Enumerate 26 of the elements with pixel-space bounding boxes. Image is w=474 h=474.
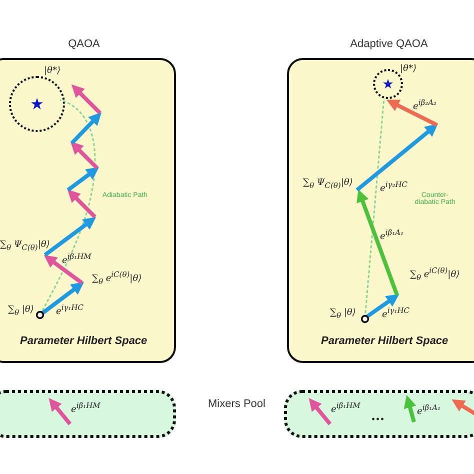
math-label: ∑$_{θ}$ |θ⟩ [330,308,356,320]
target-circle [9,76,65,132]
math-label: e$^{iβ₁HM}$ [62,252,92,266]
mixers-pool-box [0,390,176,438]
math-label: ∑$_{θ}$ Ψ$_{C(θ)}$|θ⟩ [0,240,50,252]
math-label: e$^{iγ₁HC}$ [382,306,410,320]
target-circle [373,69,403,99]
operator-label: e$^{iβ₁A₁}$ [417,403,440,417]
operator-label: e$^{iβ₁HM}$ [331,401,360,415]
math-label: ∑$_{θ}$ e$^{iC(θ)}$|θ⟩ [410,266,460,282]
panel-title: Adaptive QAOA [349,38,429,50]
math-label: ∑$_{θ}$ Ψ$_{C(θ)}$|θ⟩ [303,178,353,190]
panel-caption: Parameter Hilbert Space [321,335,448,347]
math-label: e$^{iβ₁A₁}$ [380,228,404,242]
operator-label: e$^{iβ₁HM}$ [71,401,100,415]
mixers-pool-box [284,390,474,438]
math-label: |θ*⟩ [400,64,416,74]
ellipsis: ... [371,409,385,424]
math-label: ∑$_{θ}$ e$^{iC(θ)}$|θ⟩ [92,270,142,286]
math-label: ∑$_{θ}$ |θ⟩ [8,305,34,317]
math-label: e$^{iγ₁HC}$ [56,303,84,317]
math-label: e$^{iγ₂HC}$ [380,180,408,194]
pool-label: Mixers Pool [208,398,266,410]
panel-title: QAOA [67,38,101,50]
panel-caption: Parameter Hilbert Space [20,335,148,347]
math-label: e$^{iβ₂A₂}$ [413,98,436,112]
